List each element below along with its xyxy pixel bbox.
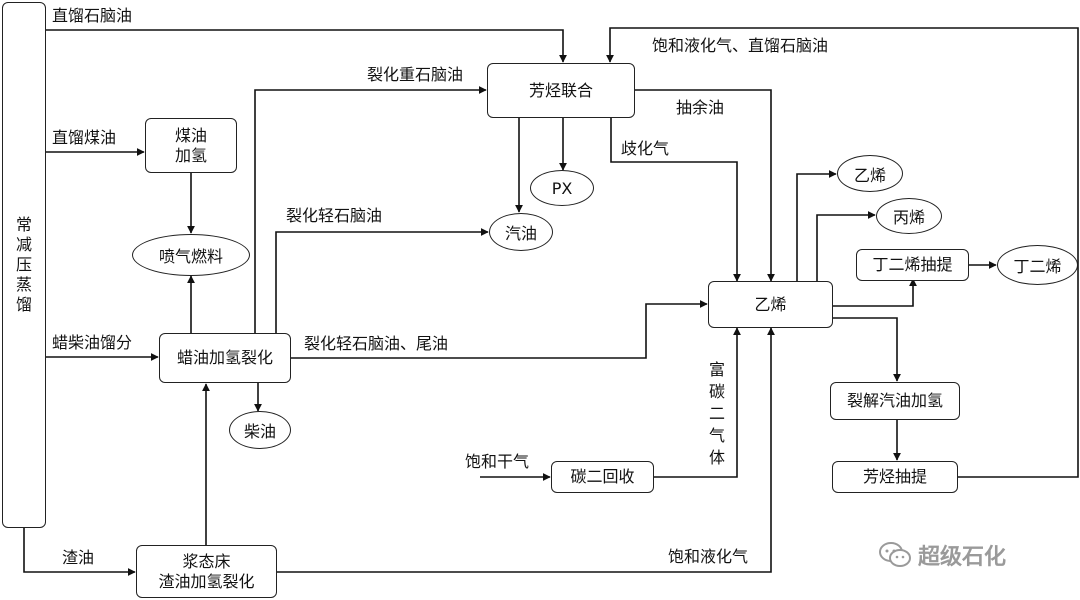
flow-to-pyrolysis-gasoline xyxy=(833,317,901,382)
label-saturated-dry-gas: 饱和干气 xyxy=(465,452,530,471)
butadiene-extraction-box: 丁二烯抽提 xyxy=(856,249,969,281)
slurry-line1: 浆态床 xyxy=(182,551,231,571)
flow-straight-run-naphtha xyxy=(46,29,567,63)
jet-fuel-product: 喷气燃料 xyxy=(132,234,250,276)
flow-to-propylene xyxy=(816,211,876,281)
butadiene-product: 丁二烯 xyxy=(997,245,1078,285)
wechat-icon xyxy=(879,542,911,567)
flow-recycle-to-aromatics-complex xyxy=(606,27,1079,478)
flow-to-butadiene-extract xyxy=(833,278,917,307)
distill-char: 馏 xyxy=(15,295,32,314)
distill-char: 蒸 xyxy=(15,275,32,294)
distill-char: 常 xyxy=(15,215,32,234)
flow-sat-lpg xyxy=(277,327,775,573)
flow-residue xyxy=(23,528,136,576)
flow-cracked-heavy-naphtha xyxy=(254,86,487,333)
distill-char: 压 xyxy=(15,255,32,274)
flow-cracked-light-naphtha xyxy=(275,228,489,333)
ethylene-unit-box: 乙烯 xyxy=(708,281,833,328)
slurry-line2: 渣油加氢裂化 xyxy=(158,571,255,591)
label-wax-diesel-fraction: 蜡柴油馏分 xyxy=(52,333,133,352)
label-dry-gas: 歧化气 xyxy=(621,139,670,158)
diesel-product: 柴油 xyxy=(229,411,291,449)
atmospheric-vacuum-distillation: 常 减 压 蒸 馏 xyxy=(2,2,46,528)
c2-rich-gas-char: 富 xyxy=(708,360,725,379)
watermark-text: 超级石化 xyxy=(918,545,1007,570)
slurry-bed-residue-hydrocracking-box: 浆态床 渣油加氢裂化 xyxy=(136,545,277,598)
pyrolysis-gasoline-hydrotreating-box: 裂解汽油加氢 xyxy=(830,382,960,420)
propylene-product: 丙烯 xyxy=(876,198,942,234)
c2-rich-gas-char: 体 xyxy=(708,448,725,467)
c2-rich-gas-char: 气 xyxy=(708,426,725,445)
c2-rich-gas-char: 碳 xyxy=(708,382,725,401)
flow-to-ethylene-product xyxy=(796,170,837,281)
label-c2-rich-gas: 富 碳 二 气 体 xyxy=(707,359,727,469)
gasoline-product: 汽油 xyxy=(489,213,553,251)
px-product: PX xyxy=(530,170,594,206)
kerosene-hydro-line1: 煤油 xyxy=(174,125,207,145)
label-cracked-light-naphtha-tail-oil: 裂化轻石脑油、尾油 xyxy=(304,334,449,353)
kerosene-hydrotreating-box: 煤油 加氢 xyxy=(145,118,237,173)
label-straight-run-kerosene: 直馏煤油 xyxy=(52,128,117,147)
watermark: 超级石化 xyxy=(878,539,1006,571)
label-cracked-light-naphtha: 裂化轻石脑油 xyxy=(286,206,383,225)
distill-char: 减 xyxy=(15,235,32,254)
c2-rich-gas-char: 二 xyxy=(708,404,725,423)
flow-dry-gas xyxy=(610,118,741,282)
kerosene-hydro-line2: 加氢 xyxy=(174,145,207,165)
wax-oil-hydrocracking-box: 蜡油加氢裂化 xyxy=(159,333,291,383)
aromatics-extraction-box: 芳烃抽提 xyxy=(832,461,958,493)
c2-recovery-box: 碳二回收 xyxy=(551,461,654,493)
label-residue: 渣油 xyxy=(62,548,95,567)
flow-to-ethylene-unit xyxy=(291,300,708,359)
flow-raffinate xyxy=(635,89,775,282)
label-saturated-lpg: 饱和液化气 xyxy=(668,547,749,566)
ethylene-product: 乙烯 xyxy=(837,155,903,192)
label-straight-run-naphtha: 直馏石脑油 xyxy=(52,6,133,25)
aromatics-complex-box: 芳烃联合 xyxy=(487,63,635,118)
flow-c2-rich-gas xyxy=(654,327,741,478)
label-saturated-lpg-and-naphtha: 饱和液化气、直馏石脑油 xyxy=(652,36,829,55)
label-raffinate: 抽余油 xyxy=(676,98,725,117)
label-cracked-heavy-naphtha: 裂化重石脑油 xyxy=(367,65,464,84)
